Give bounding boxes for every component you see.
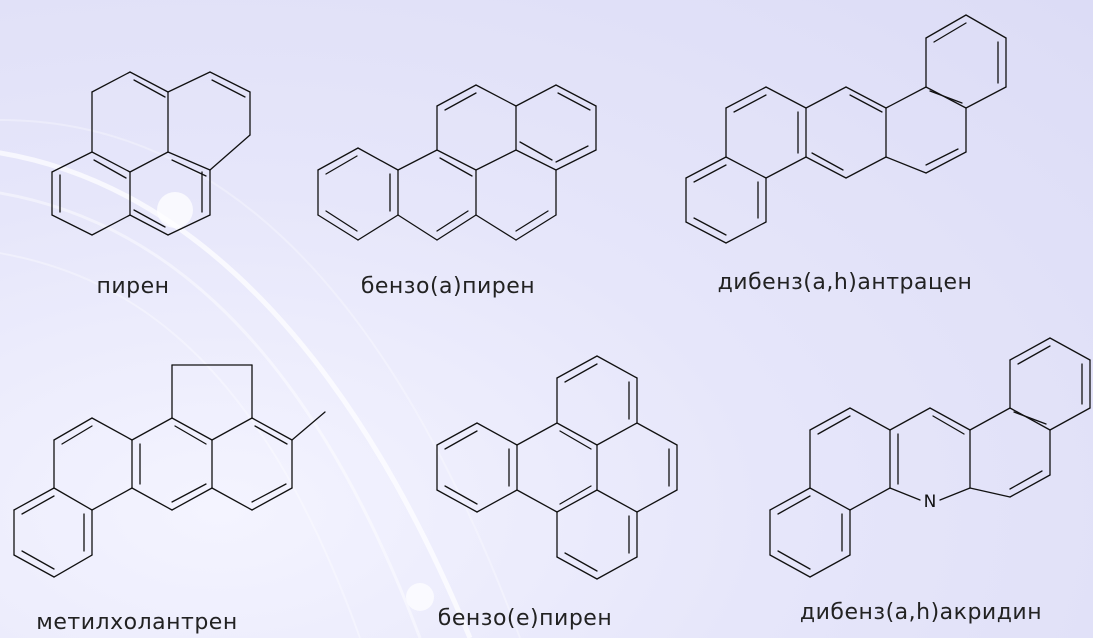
caption-pyrene: пирен	[96, 274, 170, 299]
nitrogen-atom-label: N	[924, 492, 937, 512]
caption-dibenz-a-h-acridine: дибенз(а,h)акридин	[799, 600, 1043, 625]
caption-benzo-a-pyrene: бензо(а)пирен	[360, 274, 536, 299]
caption-benzo-e-pyrene: бензо(е)пирен	[437, 606, 613, 631]
caption-methylcholanthrene: метилхолантрен	[36, 610, 238, 635]
caption-dibenz-a-h-anthracene: дибенз(a,h)антрацен	[717, 270, 973, 295]
